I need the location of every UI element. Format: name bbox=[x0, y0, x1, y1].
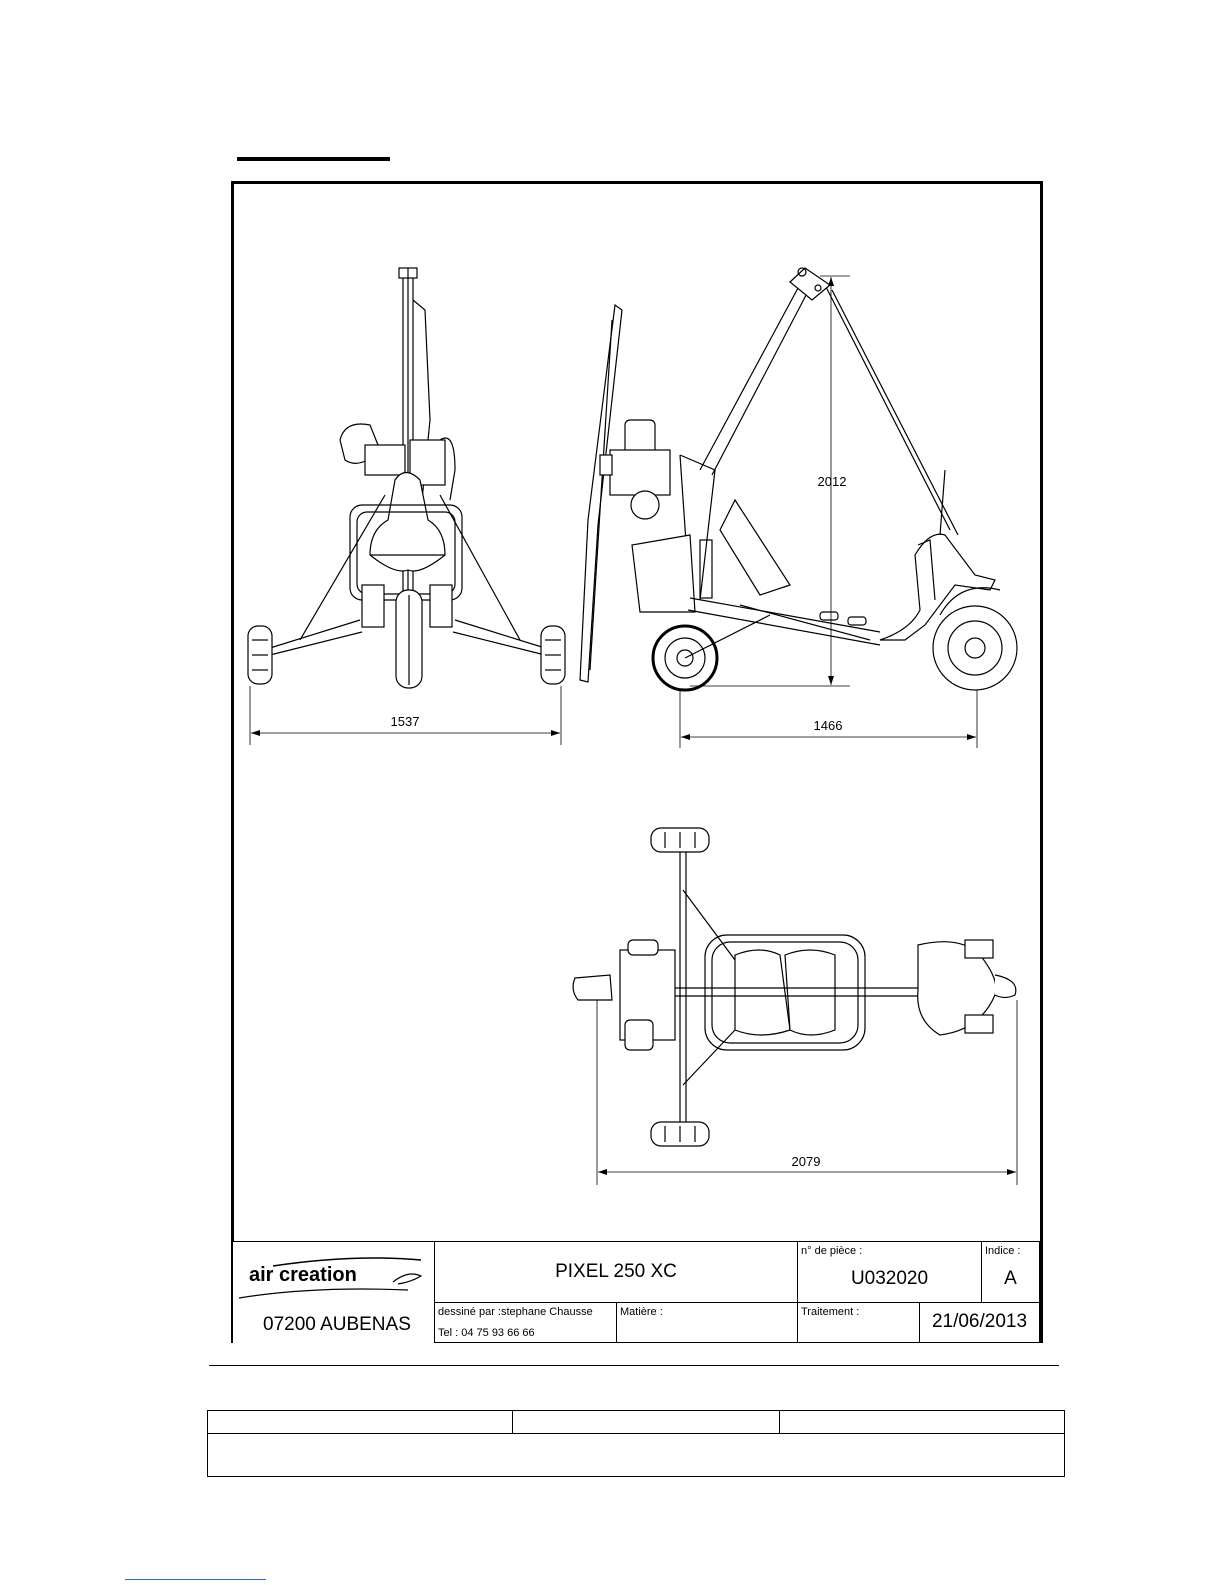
drawing-frame bbox=[231, 181, 1043, 1343]
footer-rule bbox=[209, 1365, 1059, 1366]
logo-text: air creation bbox=[249, 1264, 357, 1287]
drawn-by-cell: dessiné par :stephane Chausse Tel : 04 7… bbox=[434, 1302, 617, 1343]
footer-cell-1 bbox=[208, 1411, 513, 1434]
part-number-value: U032020 bbox=[798, 1268, 981, 1290]
treatment-label: Traitement : bbox=[801, 1306, 859, 1318]
footer-cell-2 bbox=[512, 1411, 780, 1434]
material-label: Matière : bbox=[620, 1306, 663, 1318]
phone-text: Tel : 04 75 93 66 66 bbox=[438, 1327, 535, 1339]
part-number-label: n° de pièce : bbox=[801, 1245, 862, 1257]
link-underline bbox=[125, 1579, 266, 1580]
footer-header-row bbox=[208, 1411, 1064, 1434]
material-cell: Matière : bbox=[616, 1302, 798, 1343]
date-cell: 21/06/2013 bbox=[919, 1302, 1040, 1343]
title-block: air creation 07200 AUBENAS PIXEL 250 XC … bbox=[233, 1241, 1040, 1343]
date-text: 21/06/2013 bbox=[920, 1311, 1039, 1333]
city-text: 07200 AUBENAS bbox=[263, 1314, 411, 1336]
drawn-by-text: dessiné par :stephane Chausse bbox=[438, 1306, 593, 1318]
designation-text: PIXEL 250 XC bbox=[435, 1261, 797, 1283]
logo-cell: air creation 07200 AUBENAS bbox=[233, 1241, 435, 1343]
part-number-cell: n° de pièce : U032020 bbox=[797, 1241, 982, 1303]
designation-cell: PIXEL 250 XC bbox=[434, 1241, 798, 1303]
revision-cell: Indice : A bbox=[981, 1241, 1040, 1303]
revision-value: A bbox=[982, 1268, 1039, 1290]
footer-table bbox=[207, 1410, 1065, 1477]
treatment-cell: Traitement : bbox=[797, 1302, 920, 1343]
revision-label: Indice : bbox=[985, 1245, 1020, 1257]
